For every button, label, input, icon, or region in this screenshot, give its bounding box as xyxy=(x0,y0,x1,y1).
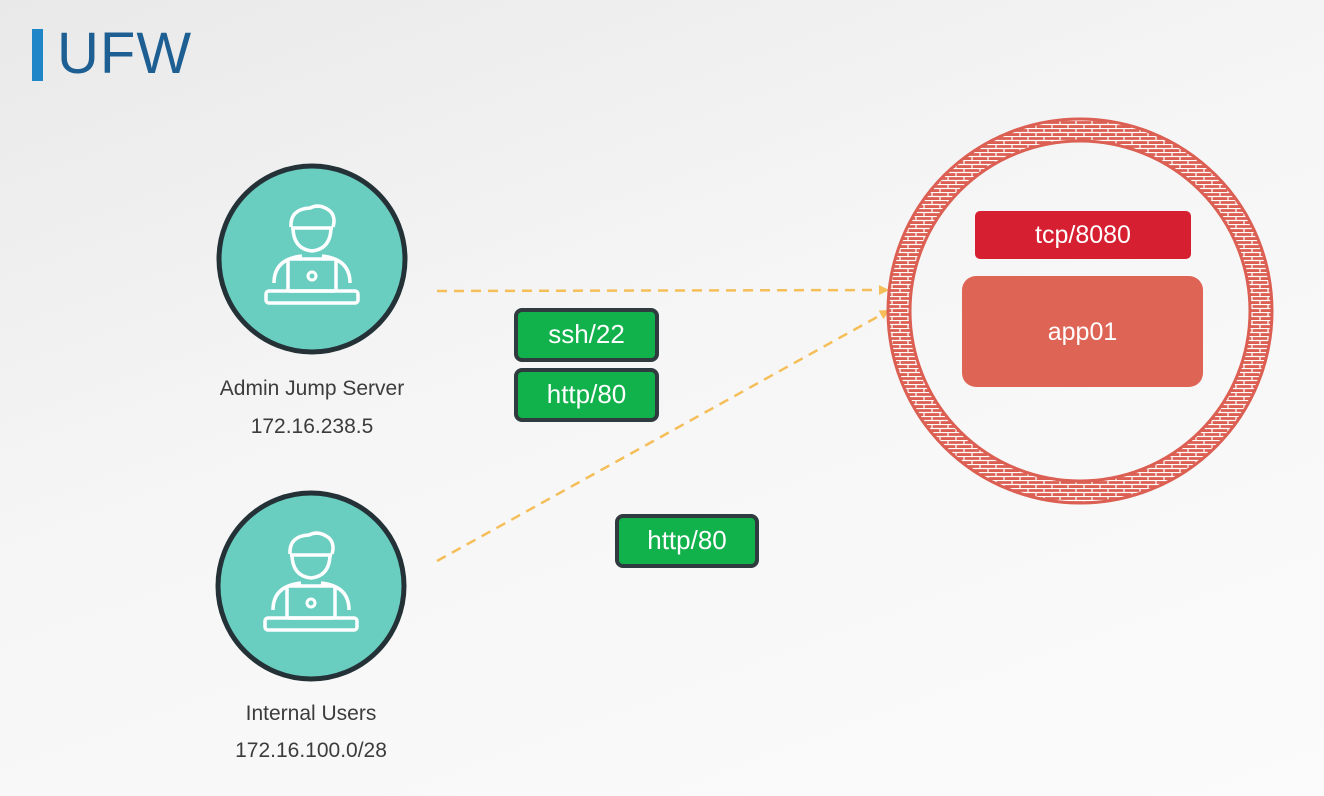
arrow-admin-to-server xyxy=(436,285,889,296)
node-address: 172.16.238.5 xyxy=(251,415,374,438)
port-badge-label: tcp/8080 xyxy=(1035,221,1131,249)
rule-badge-ssh-22: ssh/22 xyxy=(514,308,659,362)
port-badge: tcp/8080 xyxy=(975,211,1191,259)
rule-badge-label: http/80 xyxy=(647,525,727,555)
page-title: UFW xyxy=(57,21,193,86)
rule-badge-label: http/80 xyxy=(547,379,627,409)
arrow-internal-to-server xyxy=(436,309,890,563)
rule-badge-http-80-admin: http/80 xyxy=(514,368,659,422)
app-label: app01 xyxy=(1048,318,1118,346)
node-internal-users: Internal Users 172.16.100.0/28 xyxy=(215,490,407,762)
rule-badge-label: ssh/22 xyxy=(548,319,625,349)
title-accent-bar xyxy=(32,29,43,81)
node-admin-jump-server: Admin Jump Server 172.16.238.5 xyxy=(216,163,408,438)
node-label: Admin Jump Server xyxy=(220,377,404,400)
firewall-brick-ring-icon xyxy=(886,117,1274,505)
app-box: app01 xyxy=(962,276,1203,387)
server-firewall: tcp/8080 app01 xyxy=(886,117,1274,505)
node-address: 172.16.100.0/28 xyxy=(235,739,387,762)
rule-badge-http-80-internal: http/80 xyxy=(615,514,759,568)
node-label: Internal Users xyxy=(246,702,377,725)
